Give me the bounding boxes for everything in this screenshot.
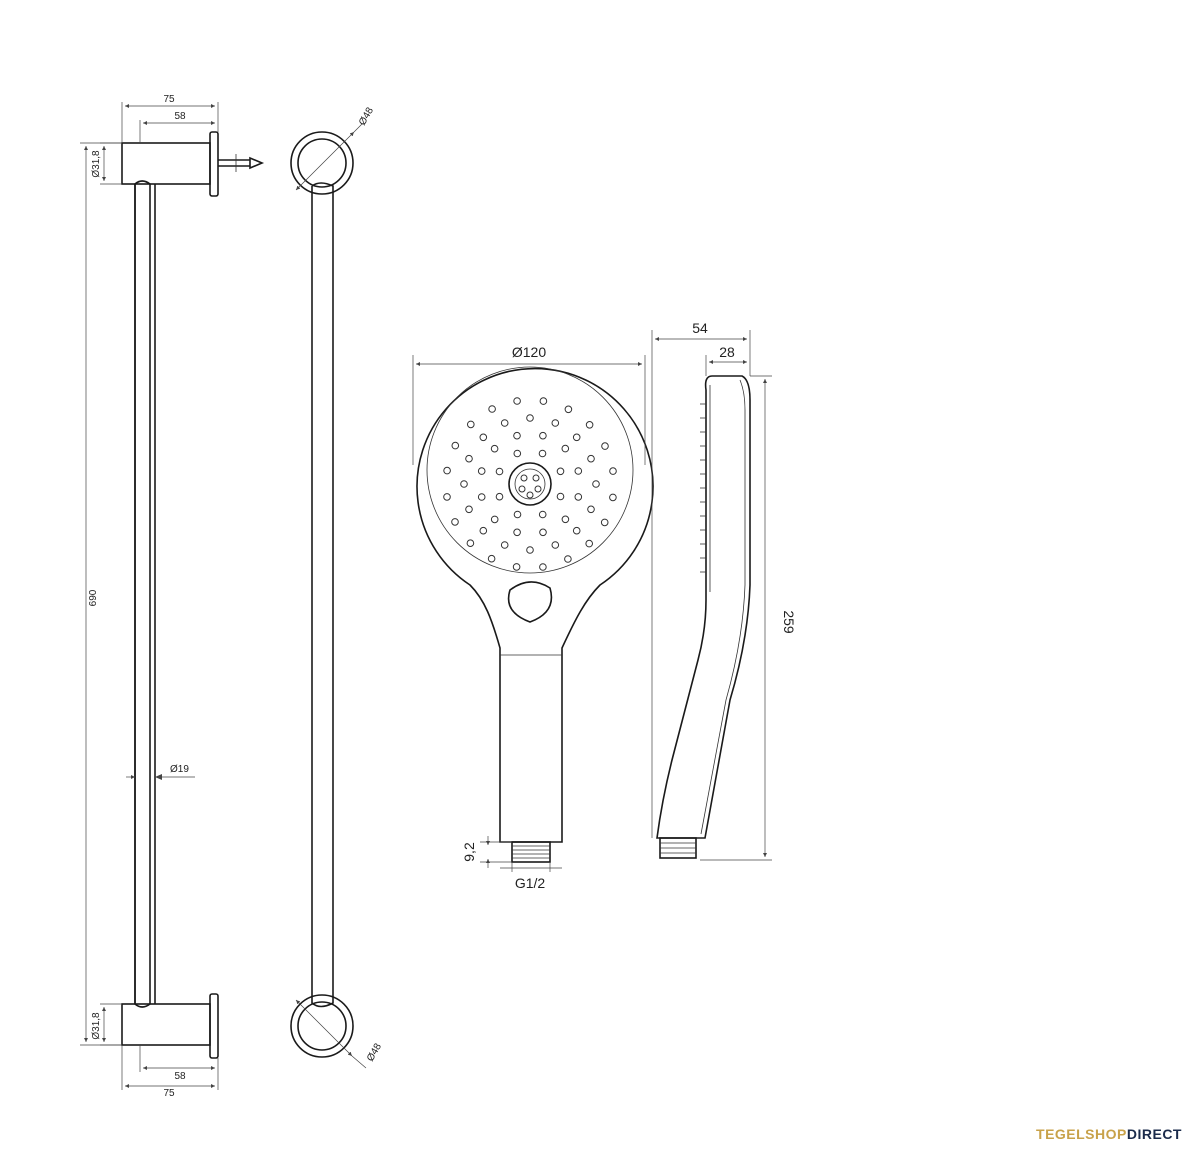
nozzle-dot — [601, 442, 609, 450]
nozzle-dot — [587, 454, 595, 463]
label-bracket-diameter-bottom: Ø31,8 — [91, 1012, 102, 1040]
dim-thread-length: 9,2 — [461, 836, 512, 868]
nozzle-dot — [443, 493, 451, 501]
dim-handshower-length: 259 — [700, 375, 797, 861]
nozzle-dot — [513, 431, 521, 440]
dim-bracket-depth-top: 75 58 — [121, 94, 219, 143]
nozzle-dot — [495, 467, 504, 476]
label-head-diameter: Ø120 — [512, 344, 546, 360]
nozzle-dot — [572, 433, 581, 442]
handshower-side-view — [656, 375, 751, 859]
nozzle-dot — [556, 492, 565, 501]
nozzle-dot — [477, 467, 486, 475]
nozzle-dot — [574, 493, 583, 501]
spray-nozzles — [443, 397, 617, 571]
label-bracket-diameter-top: Ø31,8 — [91, 150, 102, 178]
nozzle-dot — [600, 518, 609, 527]
label-rosette-top: Ø48 — [357, 105, 376, 127]
label-depth-75-top: 75 — [163, 94, 175, 105]
nozzle-dot — [539, 563, 547, 571]
dim-bracket-bottom-diameter: Ø31,8 — [91, 1003, 122, 1046]
nozzle-dot — [564, 555, 572, 563]
nozzle-dot — [585, 539, 594, 548]
label-depth-75-bottom: 75 — [163, 1088, 175, 1099]
nozzle-dot — [513, 510, 522, 519]
nozzle-dot — [451, 441, 460, 450]
nozzle-dot — [451, 518, 459, 526]
nozzle-dot — [526, 546, 534, 554]
nozzle-dot — [467, 420, 475, 429]
nozzle-dot — [572, 526, 581, 535]
nozzle-dot — [465, 505, 473, 514]
label-rosette-bottom: Ø48 — [365, 1041, 384, 1063]
nozzle-dot — [466, 539, 475, 548]
nozzle-dot — [526, 414, 534, 422]
dim-bracket-top-diameter: Ø31,8 — [91, 142, 122, 185]
label-thread-length: 9,2 — [461, 842, 477, 862]
nozzle-dot — [538, 449, 547, 458]
label-690: 690 — [88, 589, 99, 606]
rail-front-view — [290, 131, 354, 1058]
nozzle-dot — [551, 541, 560, 549]
nozzle-dot — [513, 528, 521, 537]
nozzle-dot — [592, 480, 600, 488]
nozzle-dot — [477, 493, 486, 501]
brand-part2: DIRECT — [1126, 1126, 1182, 1142]
dim-thread-size: G1/2 — [500, 862, 562, 891]
brand-part1: TEGELSHOP — [1036, 1126, 1127, 1142]
dim-head-diameter: Ø120 — [412, 344, 646, 465]
dim-rod-diameter: Ø19 — [126, 764, 195, 780]
label-handshower-length: 259 — [781, 610, 797, 634]
label-rod-diameter: Ø19 — [170, 764, 189, 775]
nozzle-dot — [479, 433, 488, 442]
nozzle-dot — [495, 492, 504, 501]
nozzle-dot — [539, 431, 547, 440]
nozzle-dot — [585, 421, 594, 429]
nozzle-dot — [587, 505, 595, 514]
nozzle-dot — [561, 515, 570, 524]
nozzle-dot — [609, 493, 617, 502]
handshower-front-view — [416, 366, 654, 863]
dim-head-depth: 54 28 — [651, 320, 751, 838]
nozzle-dot — [490, 515, 499, 524]
nozzle-dot — [513, 449, 522, 458]
label-depth-58-bottom: 58 — [174, 1071, 186, 1082]
nozzle-dot — [538, 510, 547, 519]
nozzle-dot — [539, 528, 547, 537]
label-head-depth-inner: 28 — [719, 344, 735, 360]
nozzle-dot — [609, 467, 617, 475]
nozzle-dot — [465, 454, 473, 463]
brand-logo: TEGELSHOPDIRECT — [1036, 1126, 1182, 1142]
nozzle-dot — [500, 419, 509, 427]
nozzle-dot — [564, 405, 573, 414]
rail-side-view — [121, 131, 265, 1059]
nozzle-dot — [443, 466, 451, 475]
nozzle-dot — [490, 444, 499, 453]
label-thread-size: G1/2 — [515, 875, 546, 891]
nozzle-dot — [488, 405, 496, 413]
dim-bracket-depth-bottom: 58 75 — [121, 1045, 219, 1099]
label-depth-58-top: 58 — [174, 111, 186, 122]
dim-bar-length: 690 — [80, 142, 122, 1046]
nozzle-dot — [500, 541, 509, 549]
nozzle-dot — [460, 480, 468, 488]
nozzle-dot — [556, 467, 565, 476]
nozzle-dot — [539, 397, 548, 405]
label-head-depth: 54 — [692, 320, 708, 336]
nozzle-dot — [574, 467, 583, 475]
nozzle-dot — [512, 563, 521, 571]
nozzle-dot — [551, 419, 560, 427]
dim-rosette-top: Ø48 — [295, 105, 376, 191]
nozzle-dot — [561, 444, 570, 453]
side-nozzle-ribs — [700, 403, 706, 573]
nozzle-dot — [479, 526, 488, 535]
nozzle-dot — [513, 397, 521, 405]
nozzle-dot — [487, 554, 496, 563]
